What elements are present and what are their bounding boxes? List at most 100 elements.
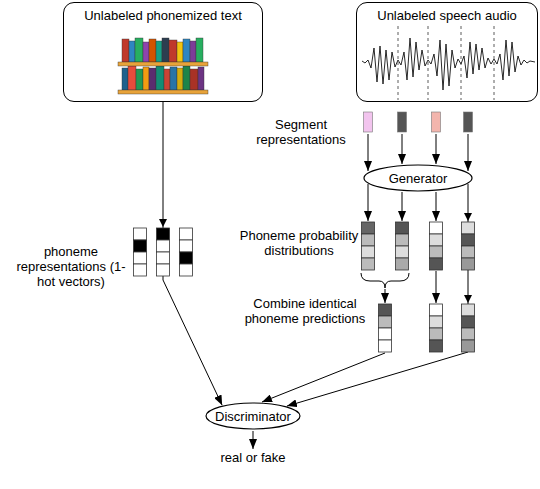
bookshelf-illustration: [149, 68, 156, 90]
segment-boundary: [398, 26, 494, 100]
bookshelf-illustration: [156, 66, 164, 90]
segment-boundary: [461, 26, 462, 100]
probability-vector: [462, 234, 475, 246]
arrow-head: [159, 219, 167, 227]
flow-arrow: [436, 192, 437, 221]
speech-waveform: [362, 38, 535, 90]
bookshelf-illustration: [177, 68, 183, 90]
annotation-label: Combine identical phoneme predictions: [240, 297, 370, 327]
combined-vector: [462, 304, 475, 316]
probability-vector: [462, 222, 475, 234]
combined-vector: [462, 304, 475, 352]
probability-vector: [462, 222, 475, 270]
probability-vector: [430, 234, 443, 246]
combined-vector: [379, 304, 392, 316]
flow-arrow: [402, 134, 403, 164]
ellipse-outline: [364, 165, 472, 191]
combined-vector: [430, 304, 443, 316]
flow-arrow: [436, 271, 437, 303]
combined-vector: [379, 304, 392, 352]
model-ellipse: Generator: [363, 164, 473, 192]
flow-arrow: [368, 184, 369, 221]
segment-vector: [364, 112, 473, 132]
bookshelf-illustration: [118, 62, 208, 66]
segment-vector: [364, 112, 373, 132]
bookshelf-illustration: [122, 68, 128, 90]
bookshelf-illustration: [190, 69, 198, 90]
probability-vector: [362, 222, 375, 270]
probability-vector: [362, 258, 375, 270]
combined-vector: [430, 316, 443, 328]
one-hot-vector: [180, 240, 193, 252]
ellipse-outline: [206, 403, 300, 429]
segment-vector: [432, 112, 441, 132]
bookshelf-illustration: [162, 38, 169, 62]
annotation-label: phoneme representations (1-hot vectors): [12, 245, 130, 290]
combined-vector: [462, 328, 475, 340]
speech-waveform: [362, 38, 535, 90]
flow-connector: [287, 184, 468, 406]
one-hot-vector: [157, 264, 170, 276]
one-hot-vector: [157, 228, 170, 276]
combined-vector: [379, 316, 392, 328]
segment-vector: [464, 112, 473, 132]
arrow-head: [464, 213, 472, 221]
bookshelf-illustration: [135, 38, 143, 62]
one-hot-vector: [180, 264, 193, 276]
bookshelf-illustration: [128, 66, 136, 90]
bookshelf-illustration: [118, 90, 208, 94]
bookshelf-illustration: [149, 39, 156, 62]
probability-vector: [362, 222, 475, 270]
merge-brace: [361, 273, 409, 288]
one-hot-vector: [134, 240, 147, 252]
bookshelf-illustration: [143, 42, 149, 62]
combined-vector: [430, 340, 443, 352]
one-hot-vector: [157, 228, 170, 240]
probability-vector: [430, 246, 443, 258]
bookshelf-illustration: [169, 40, 177, 62]
one-hot-vector: [134, 228, 147, 240]
bookshelf-illustration: [170, 67, 177, 90]
bookshelf-illustration: [164, 69, 170, 90]
segment-vector: [398, 112, 407, 132]
flow-arrow: [253, 431, 254, 449]
source-box: Unlabeled phonemized text: [63, 2, 263, 102]
model-ellipse: Discriminator: [205, 402, 301, 430]
combined-vector: [462, 340, 475, 352]
bookshelf-illustration: [118, 38, 208, 94]
annotation-label: Segment representations: [245, 118, 357, 148]
flow-arrow: [253, 134, 468, 449]
probability-vector: [396, 222, 409, 270]
one-hot-vector: [180, 228, 193, 276]
probability-vector: [362, 222, 375, 234]
bookshelf-illustration: [183, 39, 190, 62]
one-hot-vector: [157, 240, 170, 252]
annotation-label: Phoneme probability distributions: [238, 229, 360, 259]
node-title: Unlabeled speech audio: [357, 8, 537, 23]
arrow-head: [159, 213, 472, 303]
node-title: Discriminator: [215, 409, 291, 424]
probability-vector: [430, 258, 443, 270]
combined-vector: [379, 304, 475, 352]
combined-vector: [379, 328, 392, 340]
segment-boundary: [398, 26, 399, 100]
bookshelf-illustration: [122, 39, 129, 62]
annotation-label: real or fake: [218, 451, 288, 466]
bookshelf-illustration: [136, 69, 143, 90]
one-hot-vector: [134, 228, 193, 276]
one-hot-vector: [134, 264, 147, 276]
segment-boundary: [494, 26, 495, 100]
probability-vector: [396, 234, 409, 246]
bookshelf-illustration: [183, 66, 190, 90]
probability-vector: [396, 246, 409, 258]
one-hot-vector: [134, 252, 147, 264]
one-hot-vector: [134, 228, 147, 276]
segment-boundary: [428, 26, 429, 100]
source-box: Unlabeled speech audio: [356, 2, 538, 102]
arrow-head: [464, 295, 472, 303]
probability-vector: [430, 222, 443, 270]
combined-vector: [379, 340, 392, 352]
flow-connector: [163, 102, 222, 405]
combined-vector: [462, 316, 475, 328]
probability-vector: [362, 234, 375, 246]
